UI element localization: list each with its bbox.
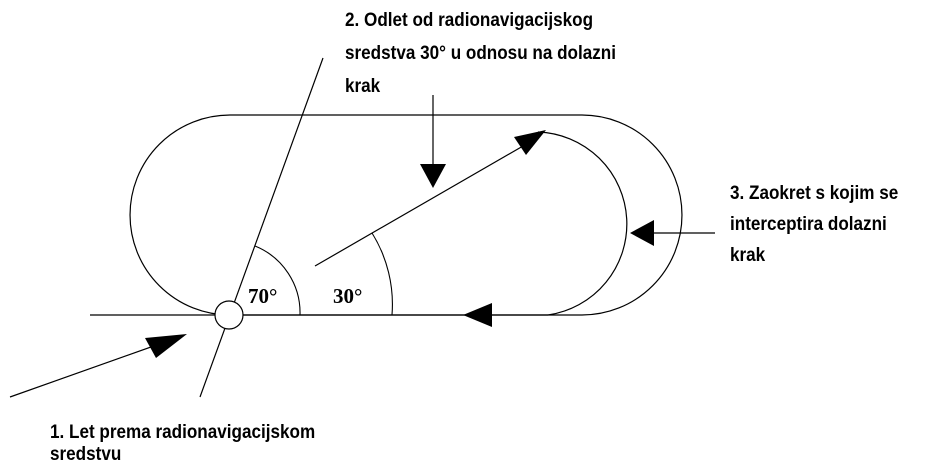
step2-label-line2: sredstva 30° u odnosu na dolazni (345, 43, 616, 64)
step2-label-line3: krak (345, 76, 381, 97)
outbound-arrow-up-right-icon (514, 130, 546, 155)
step3-label-line2: interceptira dolazni (730, 214, 887, 235)
inbound-arrow-left-icon (463, 303, 492, 327)
arrow-up-right-icon (145, 334, 187, 358)
step1-leader-line (9, 341, 166, 398)
step3-label-line1: 3. Zaokret s kojim se (730, 183, 899, 204)
step1-label-line1: 1. Let prema radionavigacijskom (50, 422, 316, 443)
holding-racetrack (129, 114, 683, 316)
angle-arc-70 (254, 245, 301, 316)
outbound-offset-line (314, 141, 531, 267)
arrow-left-icon (630, 220, 654, 246)
angle-arc-30 (371, 232, 393, 316)
angle-label-70: 70° (248, 284, 278, 308)
step3-label-line3: krak (730, 245, 766, 266)
step2-label-line1: 2. Odlet od radionavigacijskog (345, 10, 594, 31)
step1-label-line2: sredstvu (50, 444, 122, 465)
intercept-turn-arc (537, 131, 628, 316)
angle-label-30: 30° (333, 284, 363, 308)
approach-bearing-line (199, 57, 324, 398)
beacon-icon (214, 300, 244, 330)
arrow-down-icon (420, 164, 446, 188)
